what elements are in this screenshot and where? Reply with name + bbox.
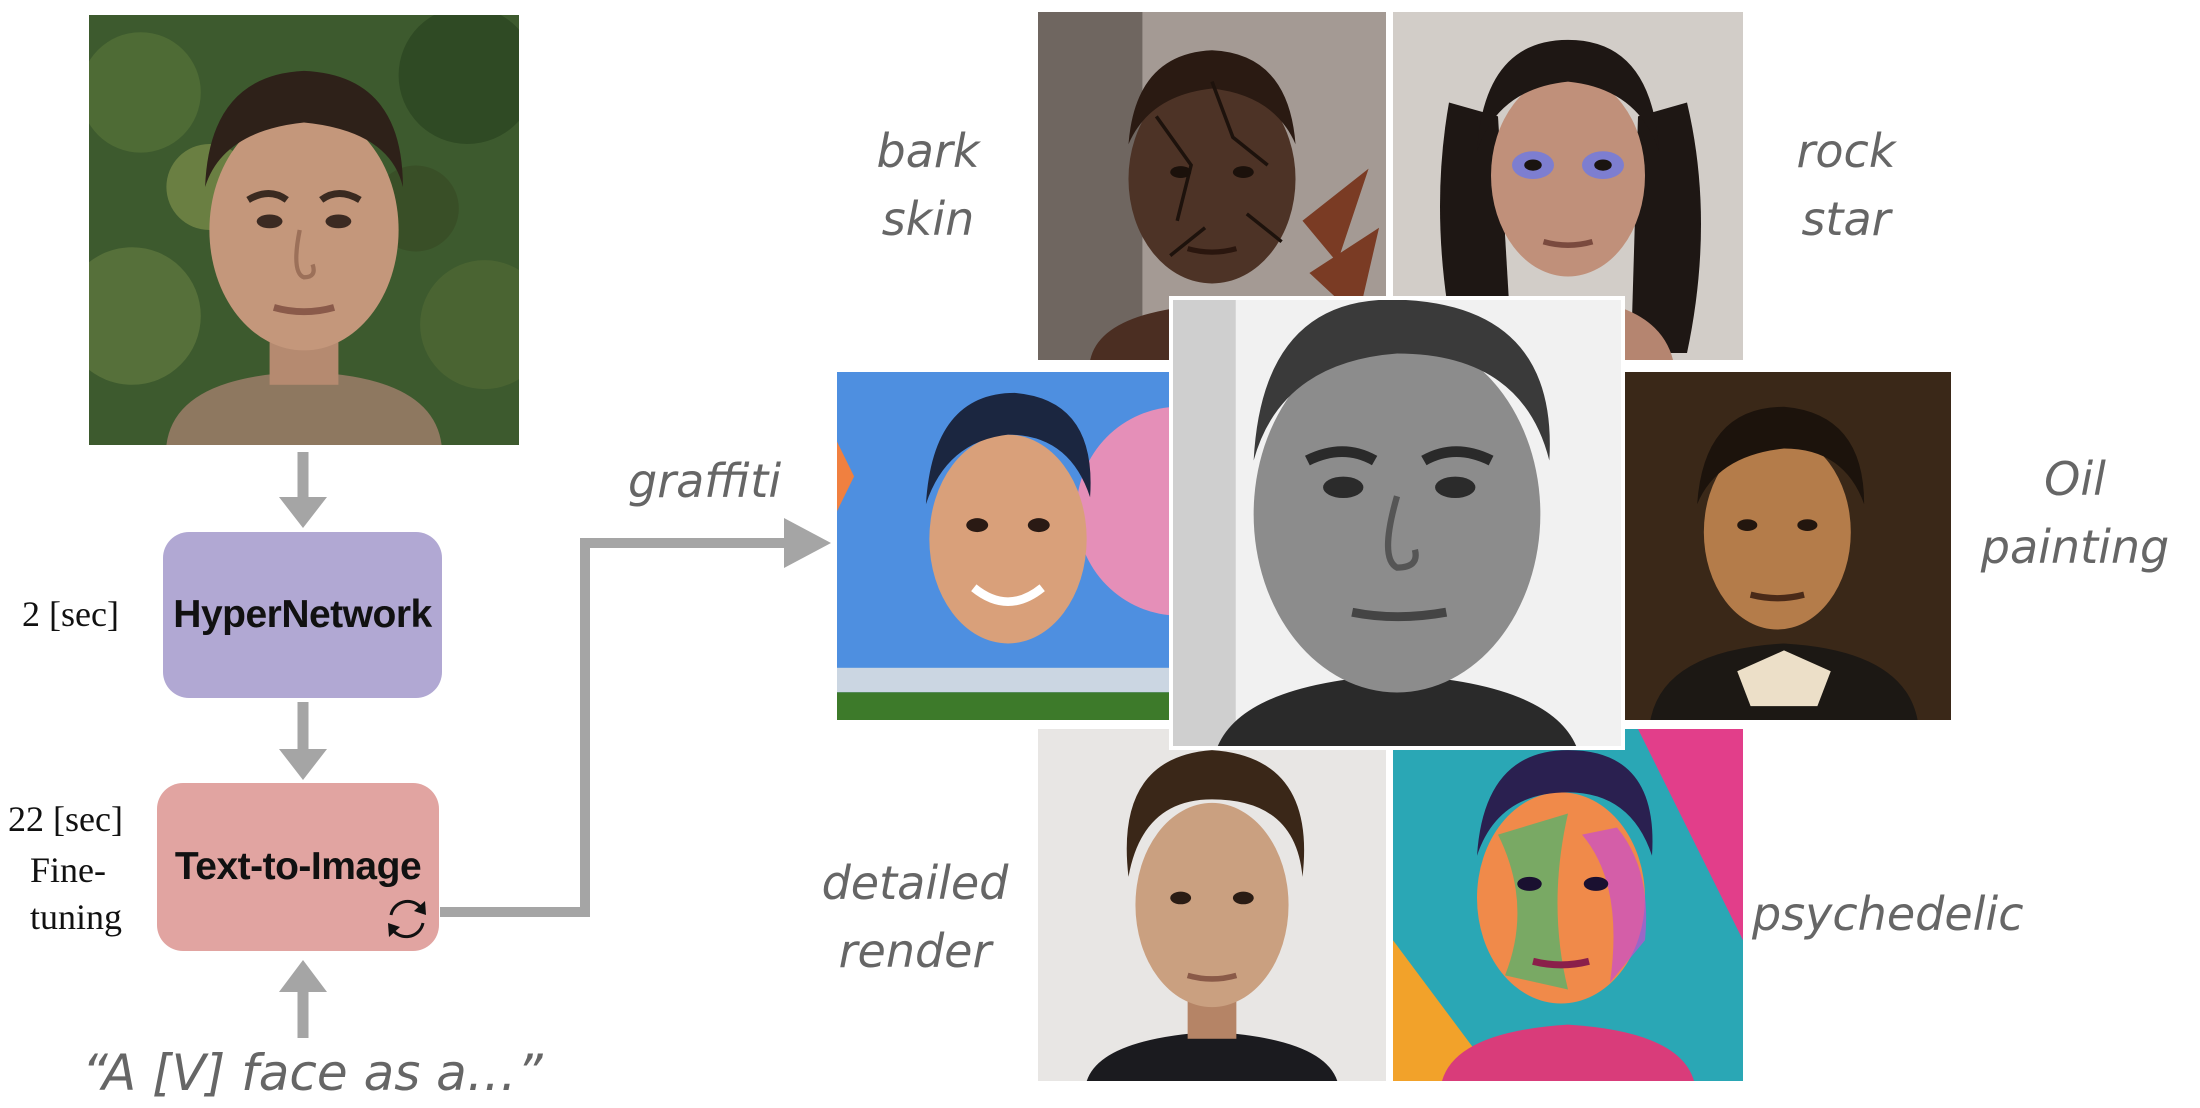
- refresh-icon: [388, 899, 426, 939]
- hypernetwork-time: 2 [sec]: [22, 594, 119, 634]
- label-oil-painting-line1: Oil: [2044, 452, 2106, 506]
- text-to-image-block: Text-to-Image: [157, 783, 439, 951]
- finetuning-line2: tuning: [30, 897, 123, 937]
- psychedelic-image: [1393, 729, 1743, 1081]
- finetuning-line1: Fine-: [30, 850, 106, 890]
- label-rock-star-line1: rock: [1796, 124, 1896, 178]
- text-to-image-label: Text-to-Image: [174, 845, 422, 888]
- rock-star-image: [1393, 12, 1743, 360]
- label-bark-skin-line2: skin: [881, 192, 975, 246]
- label-bark-skin-line1: bark: [876, 124, 980, 178]
- hypernetwork-block: HyperNetwork: [163, 532, 442, 698]
- center-portrait-image: [1169, 296, 1625, 750]
- label-detailed-render-line2: render: [838, 924, 992, 978]
- detailed-render-image: [1038, 729, 1386, 1081]
- prompt-text: “A [V] face as a…”: [82, 1044, 543, 1102]
- label-detailed-render-line1: detailed: [821, 856, 1009, 910]
- input-face-photo: [89, 15, 519, 445]
- label-oil-painting-line2: painting: [1980, 520, 2170, 574]
- label-rock-star-line2: star: [1801, 192, 1891, 246]
- hypernetwork-label: HyperNetwork: [173, 593, 432, 636]
- oil-painting-image: [1617, 372, 1951, 720]
- text-to-image-time: 22 [sec]: [8, 799, 123, 839]
- graffiti-image: [837, 372, 1179, 720]
- label-graffiti: graffiti: [628, 454, 782, 508]
- label-psychedelic: psychedelic: [1752, 887, 2024, 941]
